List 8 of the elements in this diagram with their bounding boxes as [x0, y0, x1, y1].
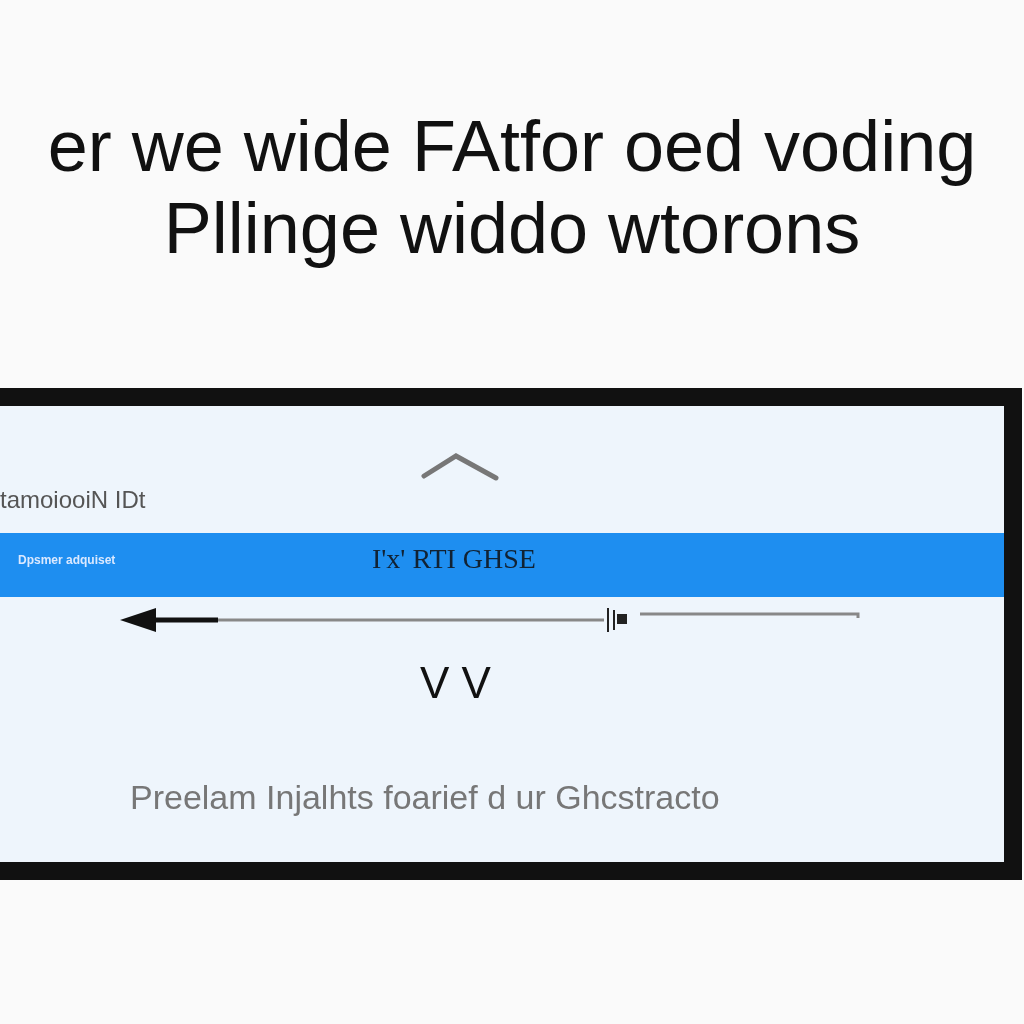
bar-title: I'x' RTI GHSE: [372, 543, 536, 575]
panel-heading: V V: [420, 658, 491, 708]
title: er we wide FAtfor oed voding Pllinge widdo wtorons: [46, 105, 978, 269]
window-panel: [0, 388, 1022, 880]
bar-label: Dpsmer adquiset: [18, 553, 116, 567]
panel-caption: Preelam Injalhts foarief d ur Ghcstracto: [130, 778, 720, 817]
panel-label: tamoiooiN IDt: [0, 486, 146, 514]
highlight-bar: [0, 533, 1004, 597]
